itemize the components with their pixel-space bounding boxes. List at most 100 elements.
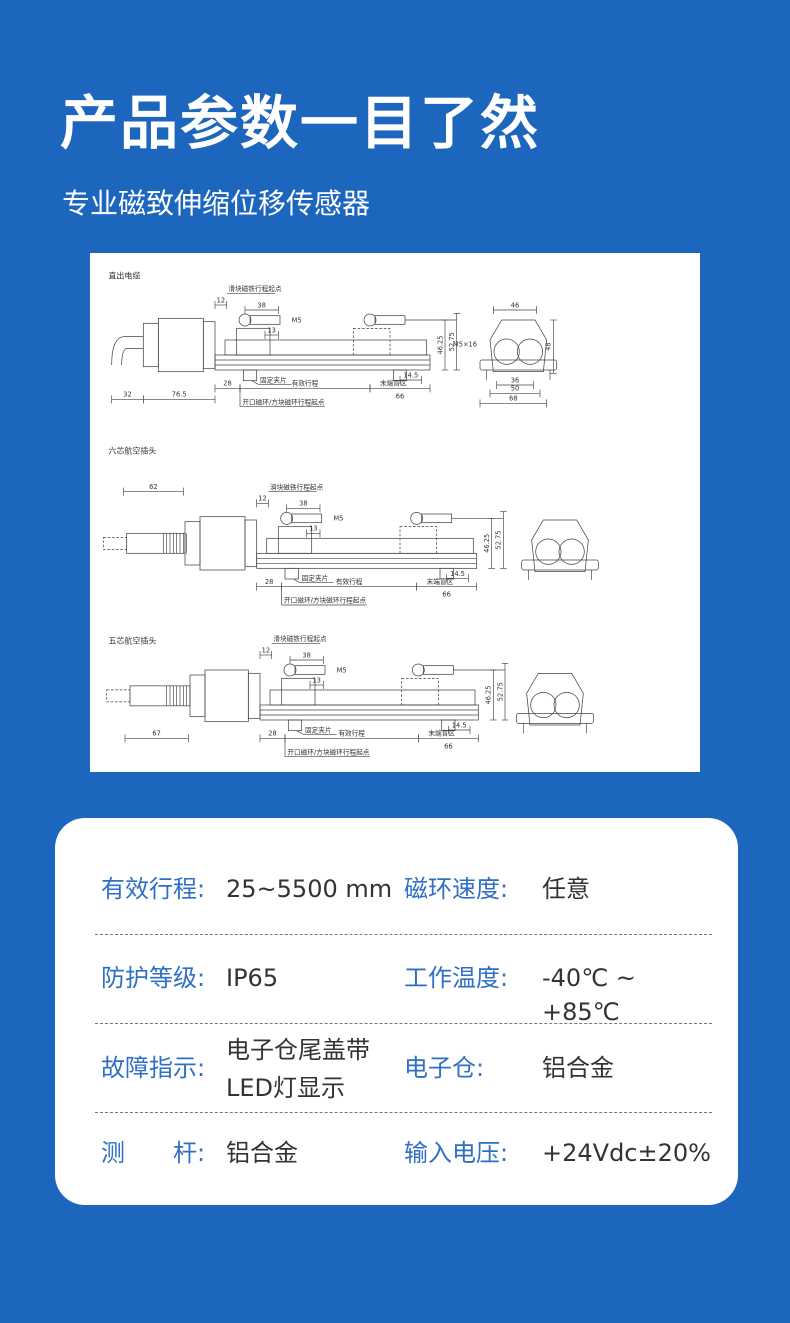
end-head <box>411 663 425 677</box>
clamp-label: 固定夹片 <box>302 574 329 583</box>
dimension-label: 48 <box>545 342 553 350</box>
aviation-plug <box>129 685 191 707</box>
blind-zone-label: 末端盲区 <box>428 729 455 738</box>
end-cable <box>374 315 406 325</box>
ring-start-label: 开口磁环/方块磁环行程起点 <box>287 747 369 756</box>
dimension-label: 12 <box>258 495 266 503</box>
motor-flange <box>142 322 159 368</box>
end-view-base <box>516 712 594 724</box>
spec-value: +24Vdc±20% <box>542 1139 711 1167</box>
slider-cable <box>249 315 281 325</box>
spec-card: 有效行程: 25~5500 mm 磁环速度: 任意 防护等级: IP65 工作温… <box>55 818 738 1205</box>
dimension-label: 52.75 <box>495 530 503 549</box>
dimension-label: 67 <box>152 730 160 738</box>
housing-cap <box>202 321 216 369</box>
section-title: 六芯航空插头 <box>108 445 156 455</box>
spec-row: 故障指示: 电子仓尾盖带LED灯显示 电子仓: 铝合金 <box>95 1023 712 1113</box>
end-magnet <box>352 327 391 356</box>
dimension-label: 有效行程 <box>336 577 363 586</box>
spec-row: 有效行程: 25~5500 mm 磁环速度: 任意 <box>95 845 712 935</box>
housing-cap <box>247 672 261 719</box>
end-view-port <box>553 691 580 719</box>
end-view-housing <box>531 519 589 573</box>
fixing-clamp <box>284 567 299 580</box>
leader-line <box>251 380 259 385</box>
dimension-label: 13 <box>312 676 320 684</box>
spec-label: 防护等级: <box>101 964 206 992</box>
m5-label: M5 <box>292 316 302 324</box>
spec-label: 输入电压: <box>404 1139 509 1167</box>
dimension-label: 13 <box>267 326 275 334</box>
end-view-housing <box>526 672 584 726</box>
dimension-label: 38 <box>299 500 307 508</box>
end-view-port <box>493 338 520 365</box>
motor-flange <box>189 674 206 718</box>
dimension-label: 28 <box>265 578 273 586</box>
spec-label: 磁环速度: <box>404 875 509 903</box>
dimension-label: 38 <box>257 301 265 309</box>
cable-stub <box>102 536 128 550</box>
aviation-plug <box>126 532 186 554</box>
spec-row: 防护等级: IP65 工作温度: -40℃ ~ +85℃ <box>95 934 712 1026</box>
dimension-label: 36 <box>511 376 519 384</box>
dimension-label: 66 <box>396 392 404 400</box>
slider-magnet <box>236 327 271 356</box>
spec-value: 25~5500 mm <box>226 875 393 903</box>
dimension-label: 62 <box>149 483 157 491</box>
page-title: 产品参数一目了然 <box>60 89 541 157</box>
dimension-label: 66 <box>444 742 452 750</box>
page-subtitle: 专业磁致伸缩位移传感器 <box>62 187 371 220</box>
end-view-base <box>521 559 599 571</box>
dimension-label: 46 <box>511 301 519 309</box>
fixing-clamp <box>287 719 303 732</box>
cable-elbow <box>111 336 144 366</box>
dimension-label: 28 <box>268 730 276 738</box>
slider-start-label: 滑块磁铁行程起点 <box>270 482 324 491</box>
end-view-port <box>516 338 544 365</box>
dimension-label: 28 <box>223 380 231 388</box>
end-view-base <box>479 359 558 371</box>
spec-label: 测 杆: <box>101 1139 206 1167</box>
dimension-label: 50 <box>511 385 519 393</box>
spec-value: IP65 <box>226 964 279 992</box>
spec-value: 电子仓尾盖带LED灯显示 <box>226 1036 370 1102</box>
spec-value: 任意 <box>542 875 590 903</box>
end-view-port <box>535 538 562 565</box>
measuring-rod <box>266 537 474 554</box>
dimension-label: 52.75 <box>496 682 504 701</box>
spec-row: 测 杆: 铝合金 输入电压: +24Vdc±20% <box>95 1112 712 1201</box>
m5-label: M5 <box>337 666 347 674</box>
dimension-label: 14.5 <box>403 372 418 380</box>
blind-zone-label: 末端盲区 <box>380 379 407 388</box>
dimension-label: 46.25 <box>436 335 444 354</box>
spec-label: 故障指示: <box>101 1054 206 1082</box>
cable-elbow <box>121 347 144 366</box>
slider-head <box>280 511 294 525</box>
spec-value: 铝合金 <box>226 1139 298 1167</box>
measuring-rod <box>224 339 428 356</box>
dimension-label: 有效行程 <box>338 729 365 738</box>
slider-magnet <box>281 677 316 706</box>
dimension-label: 38 <box>302 651 310 659</box>
slider-head <box>283 663 297 677</box>
slider-head <box>238 313 252 327</box>
end-view-housing <box>489 319 548 373</box>
end-cable <box>421 513 453 524</box>
clamp-label: 固定夹片 <box>260 375 287 384</box>
end-head <box>410 511 424 525</box>
end-cable <box>422 665 454 675</box>
spec-label: 有效行程: <box>101 875 206 903</box>
dimension-label: 14.5 <box>452 722 467 730</box>
end-head <box>363 313 377 327</box>
clamp-label: 固定夹片 <box>305 725 332 734</box>
slider-cable <box>291 513 323 524</box>
dimension-label: 12 <box>262 646 270 654</box>
end-magnet <box>399 526 438 554</box>
motor-flange <box>184 521 201 566</box>
slider-cable <box>294 665 326 675</box>
mounting-rail <box>214 354 431 371</box>
